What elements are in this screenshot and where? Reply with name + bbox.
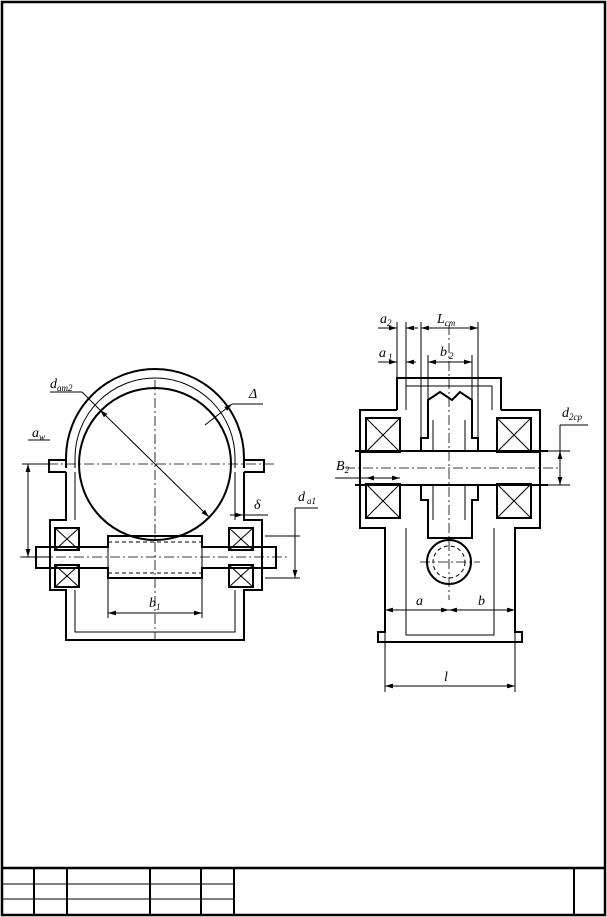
label-B-2: B2 <box>336 459 350 475</box>
label-b: b <box>478 594 485 609</box>
label-delta-big: Δ <box>248 387 257 402</box>
label-a: a <box>416 594 423 609</box>
label-a-2: a2 <box>380 312 392 328</box>
label-d-am2: dam2 <box>50 377 73 393</box>
label-d-2cp: d2cp <box>562 406 582 422</box>
title-block <box>2 866 605 915</box>
housing-outer <box>65 368 245 468</box>
label-delta-small: δ <box>254 498 261 513</box>
label-a-w: aw <box>32 426 45 442</box>
housing-inner <box>74 377 236 468</box>
housing-lower <box>49 472 263 641</box>
label-l: l <box>444 670 448 685</box>
wheel-hub <box>420 390 479 451</box>
label-b-1: b1 <box>149 596 161 612</box>
label-L-cm: Lcm <box>436 312 456 328</box>
